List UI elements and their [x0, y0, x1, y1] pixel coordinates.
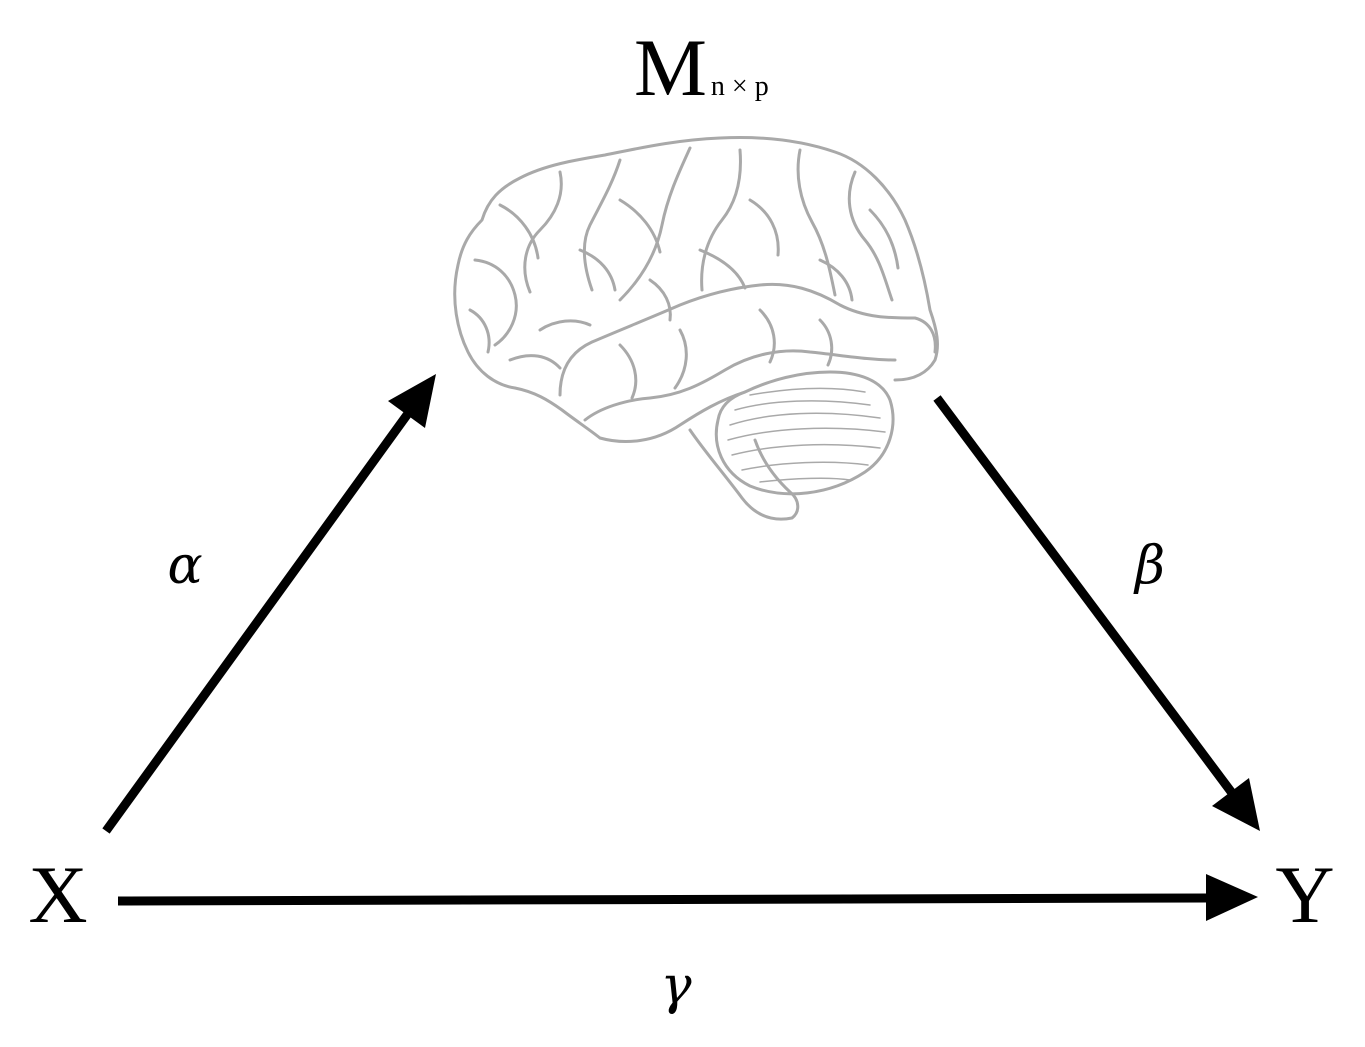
arrow-x-to-y: [117, 874, 1258, 921]
arrow-x-to-m: [102, 374, 436, 834]
gamma-path-label: γ: [660, 956, 692, 1016]
arrow-m-to-y: [933, 395, 1260, 831]
beta-path-label: β: [1133, 536, 1165, 596]
exposure-node-label: X: [28, 849, 87, 940]
alpha-path-label: α: [167, 536, 202, 596]
mediator-main-label: M: [634, 22, 707, 113]
brain-icon: [453, 136, 939, 521]
outcome-node-label: Y: [1275, 849, 1334, 940]
mediator-subscript-label: n × p: [711, 71, 769, 102]
